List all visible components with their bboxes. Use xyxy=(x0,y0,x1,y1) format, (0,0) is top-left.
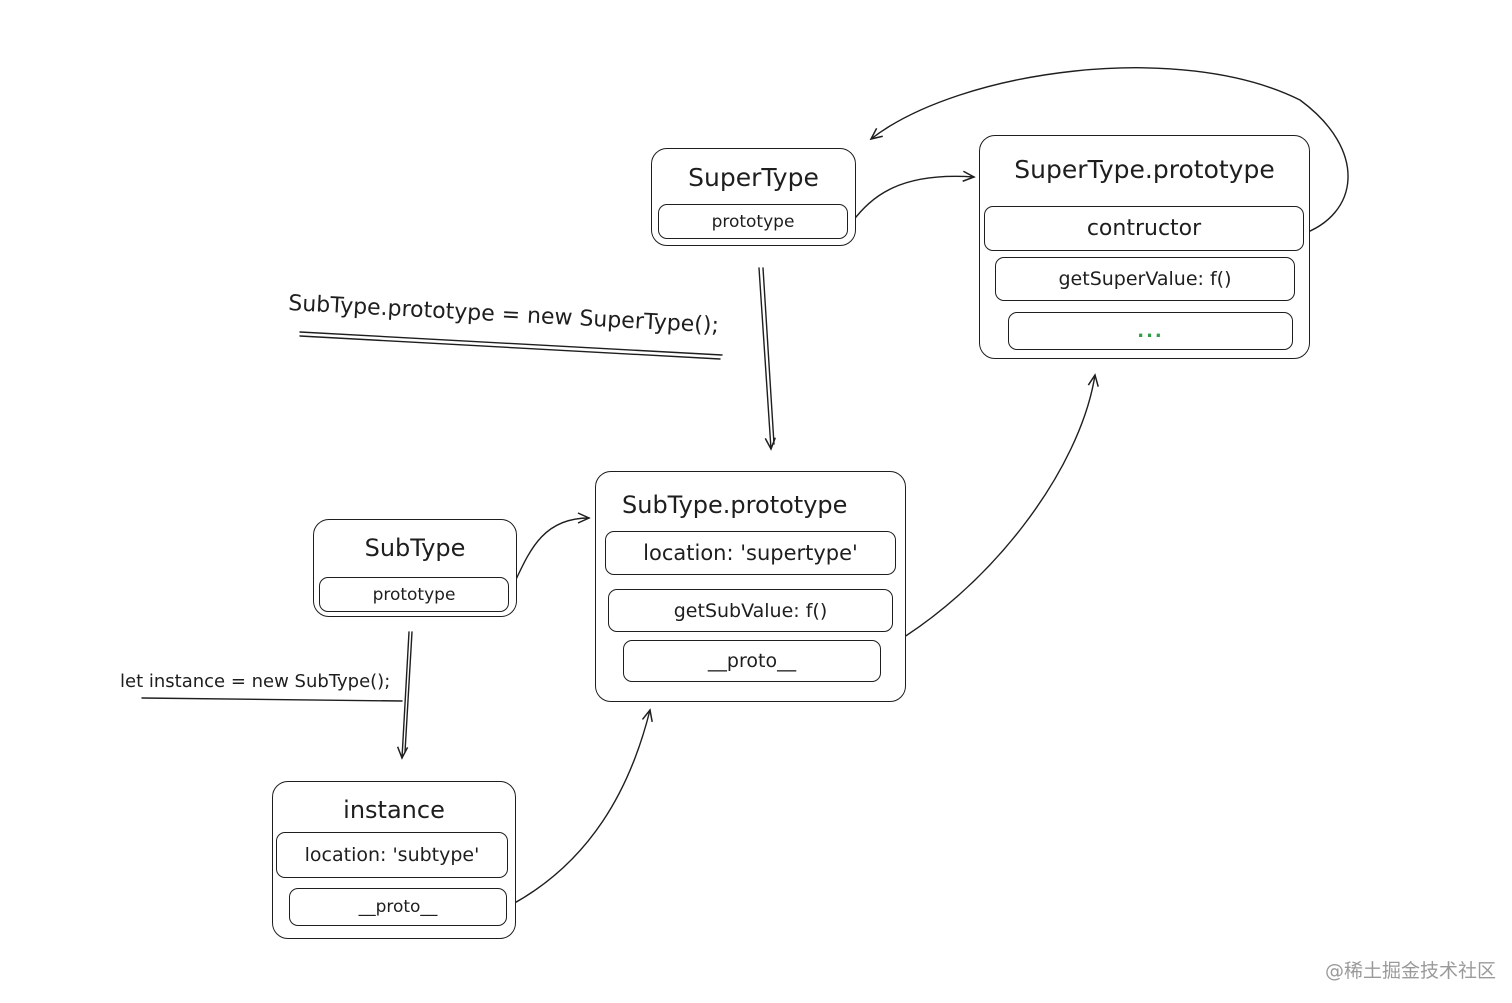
get-sub-value-field: getSubValue: f() xyxy=(608,589,893,632)
arrow-constructor-loop xyxy=(869,67,1349,236)
arrow-subtype-proto xyxy=(880,373,1099,652)
instance-creation-note: let instance = new SubType(); xyxy=(120,671,391,692)
subtype-prototype-box: SubType.prototype location: 'supertype' … xyxy=(595,471,906,702)
location-subtype-field: location: 'subtype' xyxy=(276,832,508,878)
supertype-prototype-field: prototype xyxy=(658,204,848,239)
arrow-subtype-to-instance xyxy=(396,631,410,760)
supertype-prototype-title: SuperType.prototype xyxy=(1014,155,1275,184)
instance-title: instance xyxy=(343,796,445,824)
subtype-prototype-field: prototype xyxy=(319,577,509,612)
supertype-box: SuperType prototype xyxy=(651,148,856,246)
supertype-prototype-box: SuperType.prototype contructor getSuperV… xyxy=(979,135,1310,359)
location-supertype-field: location: 'supertype' xyxy=(605,531,896,575)
constructor-field: contructor xyxy=(984,206,1304,251)
subtype-title: SubType xyxy=(364,534,466,562)
subtype-prototype-title: SubType.prototype xyxy=(622,491,848,519)
watermark: @稀土掘金技术社区 xyxy=(1324,960,1496,982)
arrow-supertype-to-subtype-prototype xyxy=(758,267,776,451)
arrow-supertype-prototype xyxy=(851,170,976,223)
subtype-prototype-proto-field: __proto__ xyxy=(623,640,881,682)
arrow-subtype-prototype xyxy=(510,512,591,591)
annotation-underline-instance xyxy=(141,697,403,702)
instance-proto-field: __proto__ xyxy=(289,888,507,926)
get-super-value-field: getSuperValue: f() xyxy=(995,257,1295,301)
annotation-underline-prototype xyxy=(299,331,723,356)
subtype-box: SubType prototype xyxy=(313,519,517,617)
instance-box: instance location: 'subtype' __proto__ xyxy=(272,781,516,939)
arrow-instance-proto xyxy=(510,708,653,906)
ellipsis-field: ... xyxy=(1008,312,1293,350)
supertype-title: SuperType xyxy=(688,163,819,192)
